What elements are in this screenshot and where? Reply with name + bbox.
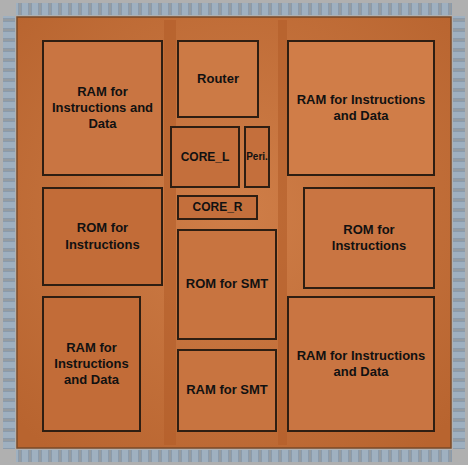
block-label: CORE_L [181, 150, 230, 165]
floorplan-block: CORE_R [177, 195, 258, 220]
block-label: RAM for SMT [186, 382, 268, 398]
block-label: ROM for Instructions [46, 220, 159, 253]
floorplan-block: RAM for SMT [177, 349, 277, 432]
block-label: Router [197, 71, 239, 87]
block-label: RAM for Instructions and Data [291, 348, 431, 381]
die-core [17, 17, 451, 448]
floorplan-block: CORE_L [170, 126, 240, 188]
floorplan-block: Peri. [244, 126, 270, 188]
floorplan-block: RAM for Instructions and Data [287, 40, 435, 176]
floorplan-block: ROM for Instructions [303, 187, 435, 289]
block-label: ROM for SMT [186, 276, 268, 292]
floorplan-block: ROM for Instructions [42, 187, 163, 286]
pad-row [453, 16, 465, 449]
block-label: RAM for Instructions and Data [46, 84, 159, 133]
block-label: ROM for Instructions [307, 222, 431, 255]
routing-channel [164, 20, 176, 445]
block-label: Peri. [246, 151, 268, 164]
routing-channel [278, 20, 287, 445]
floorplan-block: RAM for Instructions and Data [42, 296, 141, 432]
block-label: CORE_R [192, 200, 242, 215]
floorplan-block: ROM for SMT [177, 229, 277, 340]
pad-row [16, 450, 452, 462]
floorplan-block: RAM for Instructions and Data [287, 296, 435, 432]
pad-row [16, 3, 452, 15]
pad-row [3, 16, 15, 449]
floorplan-block: RAM for Instructions and Data [42, 40, 163, 176]
block-label: RAM for Instructions and Data [46, 340, 137, 389]
block-label: RAM for Instructions and Data [291, 92, 431, 125]
floorplan-block: Router [177, 40, 259, 118]
